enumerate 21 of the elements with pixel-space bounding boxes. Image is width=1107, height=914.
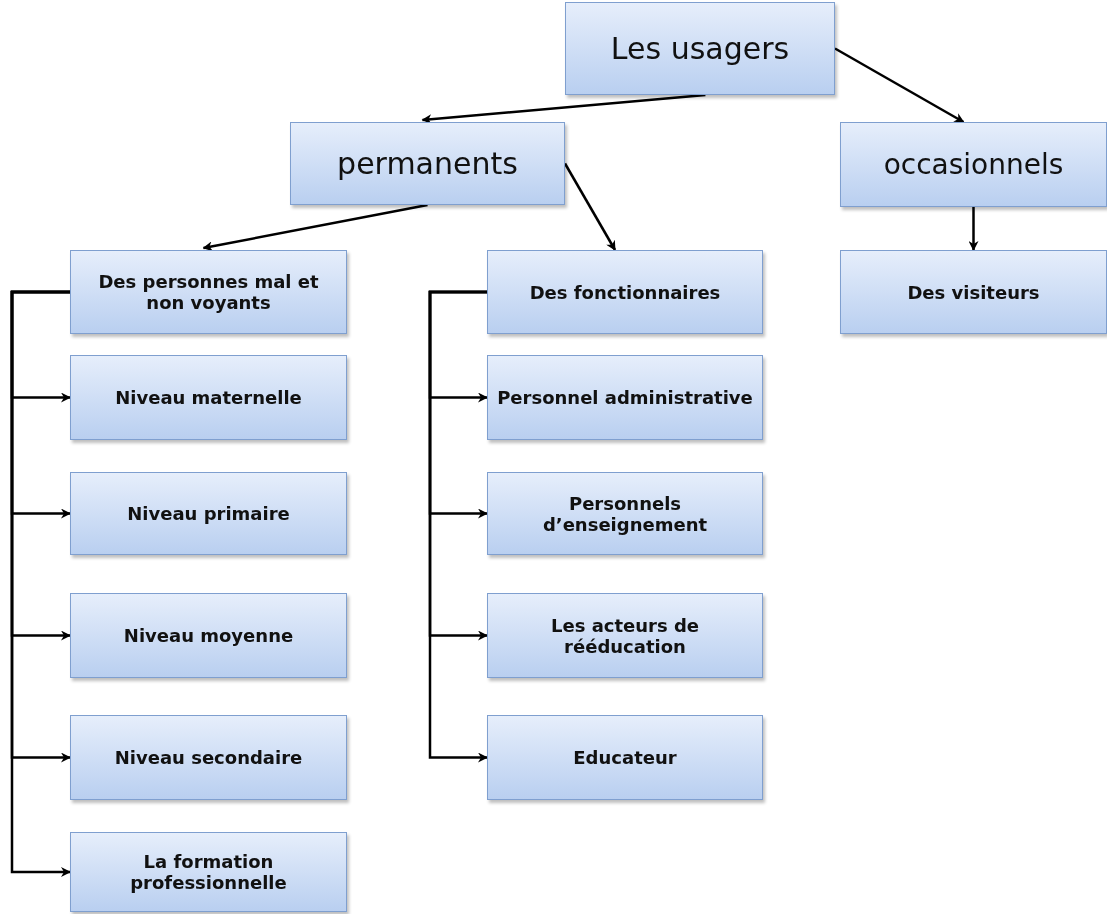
arrow	[428, 290, 488, 763]
category-box: Niveau primaire	[70, 472, 347, 555]
category-box: Niveau maternelle	[70, 355, 347, 440]
category-box: Personnels d’enseignement	[487, 472, 763, 555]
category-box: occasionnels	[840, 122, 1107, 207]
category-box: Les acteurs de rééducation	[487, 593, 763, 678]
category-box: Personnel administrative	[487, 355, 763, 440]
category-box: Des personnes mal et non voyants	[70, 250, 347, 334]
category-box: Educateur	[487, 715, 763, 800]
category-box: Les usagers	[565, 2, 835, 95]
category-box: Des fonctionnaires	[487, 250, 763, 334]
arrow	[968, 207, 979, 251]
arrow	[202, 203, 429, 252]
category-box: La formation professionnelle	[70, 832, 347, 912]
arrow	[834, 47, 965, 124]
arrow	[563, 162, 617, 251]
arrow	[10, 290, 71, 877]
category-box: permanents	[290, 122, 565, 205]
category-box: Niveau secondaire	[70, 715, 347, 800]
category-box: Des visiteurs	[840, 250, 1107, 334]
category-box: Niveau moyenne	[70, 593, 347, 678]
